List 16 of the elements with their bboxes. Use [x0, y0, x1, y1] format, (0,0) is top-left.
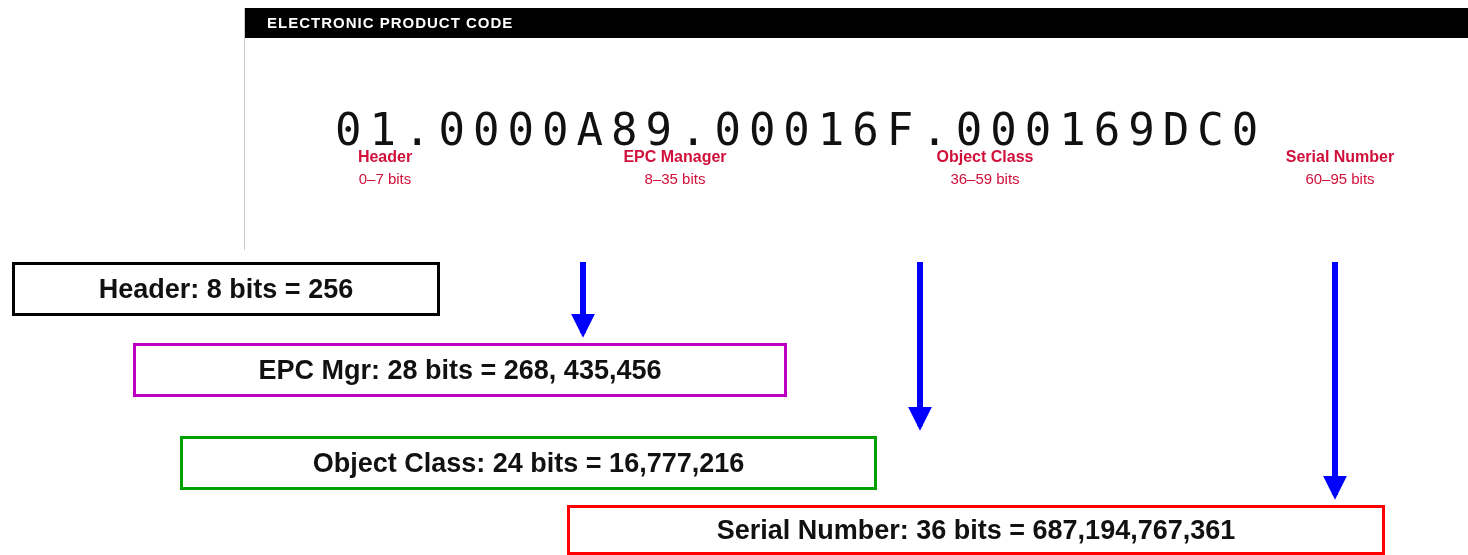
value-box: EPC Mgr: 28 bits = 268, 435,456	[133, 343, 787, 397]
arrow	[908, 262, 932, 431]
value-box: Object Class: 24 bits = 16,777,216	[180, 436, 877, 490]
field-label: Serial Number	[1284, 148, 1396, 166]
bit-range-label: 60–95 bits	[1304, 170, 1376, 187]
field-label: EPC Manager	[622, 148, 728, 166]
bit-range-label: 8–35 bits	[643, 170, 707, 187]
value-box: Header: 8 bits = 256	[12, 262, 440, 316]
arrow	[1323, 262, 1347, 500]
bit-range-label: 0–7 bits	[357, 170, 413, 187]
code-panel	[244, 8, 1468, 250]
value-box: Serial Number: 36 bits = 687,194,767,361	[567, 505, 1385, 555]
panel-title: ELECTRONIC PRODUCT CODE	[245, 8, 1468, 38]
bit-range-label: 36–59 bits	[949, 170, 1021, 187]
field-label: Object Class	[935, 148, 1035, 166]
arrow	[571, 262, 595, 338]
